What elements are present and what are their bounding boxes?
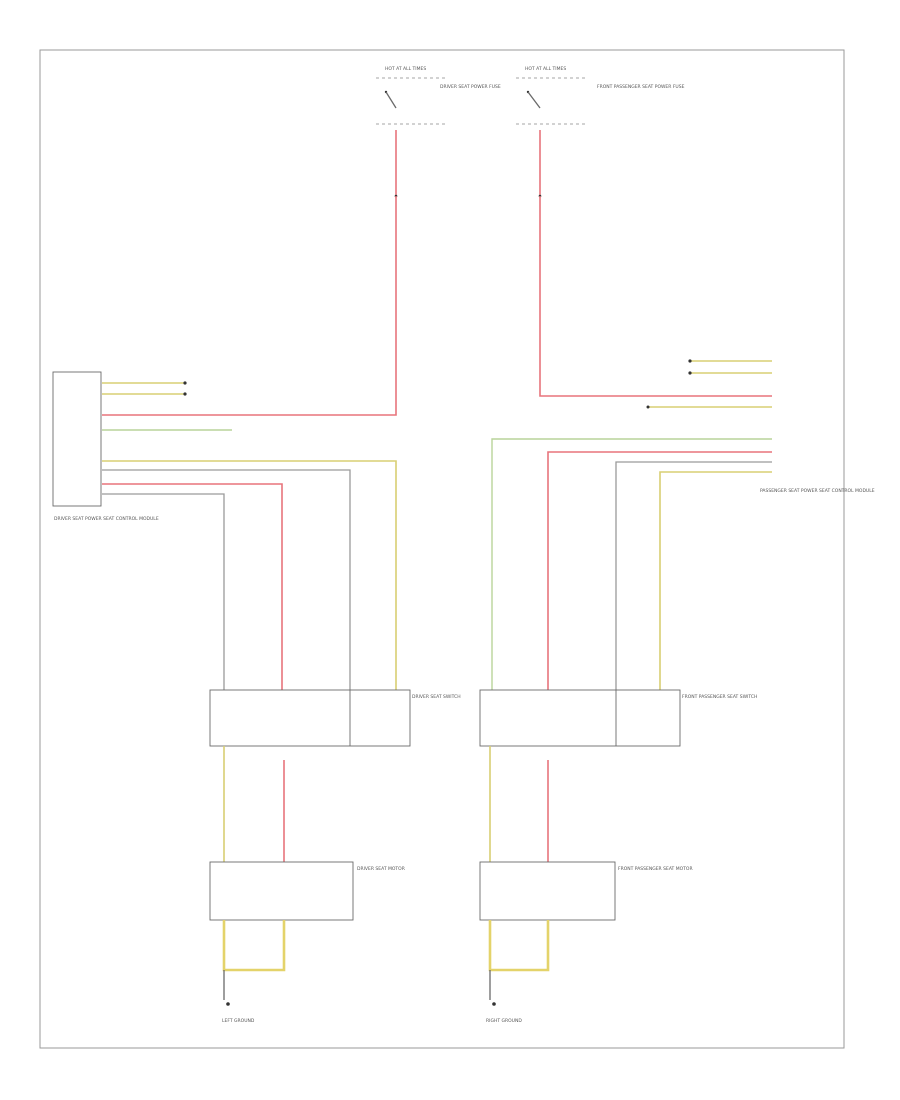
right-motor-label: FRONT PASSENGER SEAT MOTOR <box>618 866 693 872</box>
left-module-label: DRIVER SEAT POWER SEAT CONTROL MODULE <box>54 516 159 522</box>
left-fuse-desc: DRIVER SEAT POWER FUSE <box>440 84 501 90</box>
diagram-frame <box>39 49 845 1049</box>
right-switch-label: FRONT PASSENGER SEAT SWITCH <box>682 694 757 700</box>
left-fuse-label: HOT AT ALL TIMES <box>385 66 426 72</box>
left-module: DRIVER SEAT POWER SEAT CONTROL MODULE <box>52 371 397 690</box>
right-motor: FRONT PASSENGER SEAT MOTOR <box>479 861 693 921</box>
right-fuse-label: HOT AT ALL TIMES <box>525 66 566 72</box>
left-feed-wire <box>102 196 397 416</box>
right-ground-wire <box>488 920 550 972</box>
left-switch-label: DRIVER SEAT SWITCH <box>412 694 461 700</box>
left-motor-label: DRIVER SEAT MOTOR <box>357 866 405 872</box>
right-ground-label: RIGHT GROUND <box>486 1018 522 1024</box>
right-module-label: PASSENGER SEAT POWER SEAT CONTROL MODULE <box>760 488 875 494</box>
left-switch: DRIVER SEAT SWITCH <box>209 689 461 747</box>
right-fuse-desc: FRONT PASSENGER SEAT POWER FUSE <box>597 84 685 90</box>
right-fuse-group: HOT AT ALL TIMES FRONT PASSENGER SEAT PO… <box>516 66 685 198</box>
left-ground-label: LEFT GROUND <box>222 1018 255 1024</box>
left-ground-wire <box>222 920 286 972</box>
left-motor: DRIVER SEAT MOTOR <box>209 861 405 921</box>
left-fuse-group: HOT AT ALL TIMES DRIVER SEAT POWER FUSE <box>376 66 501 198</box>
right-module: PASSENGER SEAT POWER SEAT CONTROL MODULE <box>491 359 875 690</box>
right-switch: FRONT PASSENGER SEAT SWITCH <box>479 689 757 747</box>
right-feed-wire <box>539 196 772 397</box>
